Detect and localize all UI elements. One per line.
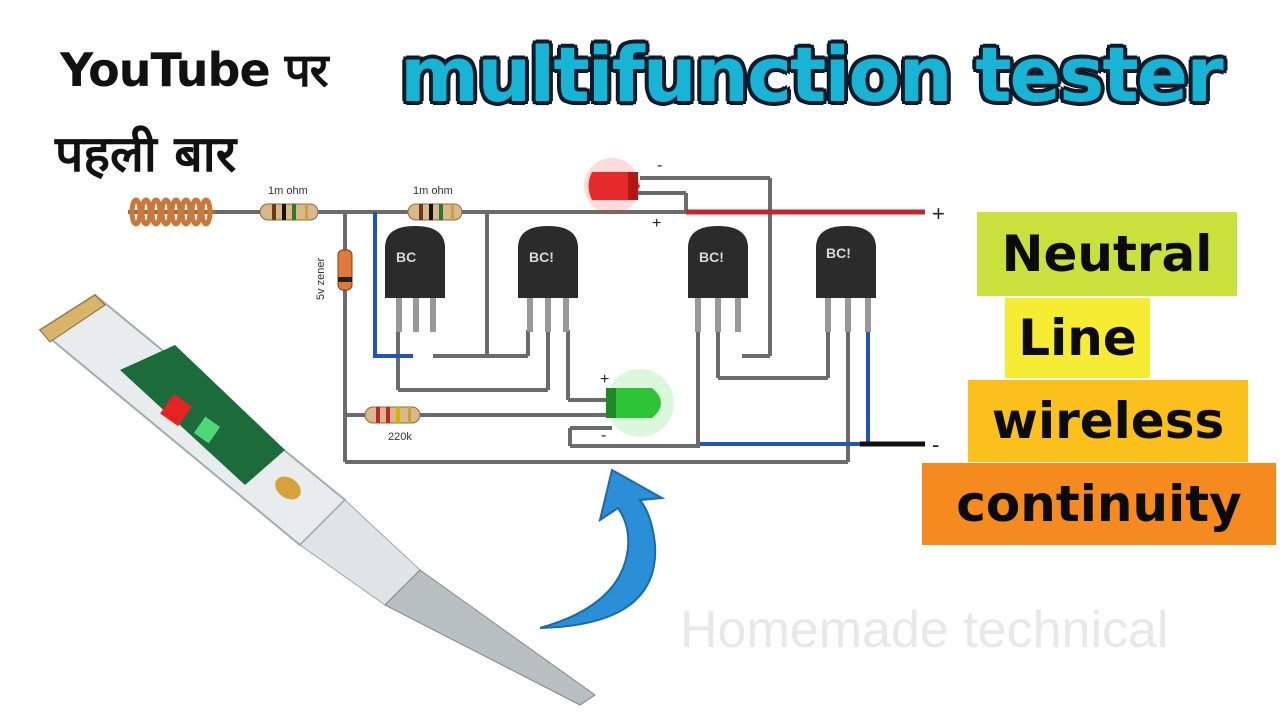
header-line-1: YouTube पर [60,43,329,97]
green-led-icon [606,369,674,437]
red-led-icon [584,158,640,214]
resistor-220k [364,406,421,424]
terminal-plus: + [932,201,945,226]
r1-label: 1m ohm [268,185,308,197]
zener-diode [337,249,353,291]
transistor-1-label: BC [396,249,416,265]
label-continuity: continuity [922,463,1276,545]
curved-arrow-icon [539,468,666,629]
page-title: multifunction tester [400,30,1224,119]
transistor-1: BC [385,226,445,332]
antenna-coil-icon [128,197,215,227]
transistor-3: BC! [688,226,748,332]
green-led-minus: - [601,427,606,444]
green-led-plus: + [600,371,609,388]
wires [215,176,850,464]
label-neutral: Neutral [977,212,1237,296]
label-wireless: wireless [968,380,1248,462]
red-led-minus: - [657,157,662,174]
resistor-1m-1 [259,203,319,221]
transistor-2: BC! [518,226,578,332]
header-line-2: पहली बार [55,125,237,183]
watermark: Homemade technical [680,601,1169,659]
red-led-plus: + [652,215,661,232]
tester-pen-icon [38,293,596,706]
transistor-2-label: BC! [529,249,554,265]
r2-label: 1m ohm [413,185,453,197]
transistor-4-label: BC! [826,245,851,261]
transistor-3-label: BC! [699,249,724,265]
label-line: Line [1005,298,1150,378]
resistor-1m-2 [407,203,463,221]
transistor-4: BC! [816,226,876,332]
zener-label: 5v zener [315,257,327,300]
terminal-minus: - [932,432,939,457]
r3-label: 220k [388,431,412,443]
